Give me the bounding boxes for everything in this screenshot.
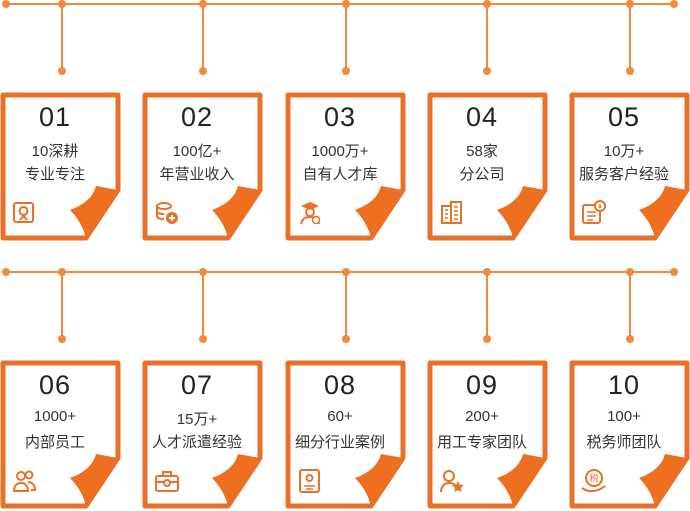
timeline-dot (626, 335, 634, 343)
card-label: 服务客户经验 (578, 166, 669, 183)
stat-card-01: 01 10深耕 专业专注 (0, 92, 124, 242)
timeline-connector (629, 3, 631, 71)
timeline-connector (61, 271, 63, 339)
timeline-connector (61, 3, 63, 71)
stat-card-02: 02 100亿+ 年营业收入 (142, 92, 266, 242)
card-value: 100+ (607, 408, 641, 425)
timeline-dot (626, 268, 634, 276)
stat-card-05: 05 10万+ 服务客户经验 (569, 92, 690, 242)
stat-card-06: 06 1000+ 内部员工 (0, 360, 124, 510)
card-value: 60+ (327, 408, 353, 425)
timeline-dot (626, 0, 634, 8)
stat-card-10: 10 100+ 税务师团队 税 (569, 360, 690, 510)
stat-card-09: 09 200+ 用工专家团队 (427, 360, 551, 510)
paper-frame (427, 360, 548, 509)
coins-plus-icon (156, 202, 178, 224)
timeline-dot (670, 268, 678, 276)
timeline-dot (342, 268, 350, 276)
timeline-connector (486, 271, 488, 339)
card-label: 税务师团队 (586, 434, 662, 451)
card-label: 内部员工 (24, 434, 85, 451)
certificate-icon (13, 202, 34, 223)
paper-frame (142, 92, 263, 241)
timeline-dot (483, 268, 491, 276)
timeline-connector (629, 271, 631, 339)
card-value: 15万+ (176, 411, 218, 428)
paper-frame (569, 360, 690, 509)
timeline-dot (342, 67, 350, 75)
card-value: 200+ (465, 408, 499, 425)
paper-frame (142, 360, 263, 509)
card-number: 06 (38, 370, 72, 400)
client-profile-icon (582, 200, 606, 224)
card-label: 年营业收入 (159, 166, 235, 183)
timeline-connector (345, 271, 347, 339)
timeline-dot (58, 335, 66, 343)
timeline-dot (58, 67, 66, 75)
stat-card-04: 04 58家 分公司 (427, 92, 551, 242)
timeline-connector (202, 3, 204, 71)
timeline-line-bottom (6, 271, 676, 273)
card-number: 03 (323, 102, 357, 132)
paper-frame (0, 360, 121, 509)
card-number: 08 (323, 370, 357, 400)
buildings-icon (441, 201, 462, 224)
card-value: 1000+ (33, 408, 77, 425)
card-number: 07 (180, 370, 214, 400)
card-value: 10深耕 (31, 143, 79, 160)
people-icon (12, 470, 37, 492)
timeline-dot (199, 67, 207, 75)
card-value: 1000万+ (311, 143, 369, 160)
timeline-dot (2, 268, 10, 276)
card-label: 细分行业案例 (294, 434, 385, 451)
card-label: 分公司 (459, 166, 505, 183)
card-number: 09 (465, 370, 499, 400)
tax-hand-icon: 税 (581, 469, 606, 493)
card-number: 01 (38, 102, 72, 132)
card-number: 10 (607, 370, 641, 400)
card-value: 10万+ (603, 143, 645, 160)
card-value: 100亿+ (172, 143, 222, 160)
timeline-dot (199, 268, 207, 276)
card-number: 02 (180, 102, 214, 132)
timeline-connector (486, 3, 488, 71)
graduate-icon (300, 202, 321, 225)
card-label: 用工专家团队 (436, 434, 527, 451)
timeline-dot (626, 67, 634, 75)
timeline-dot (670, 0, 678, 8)
timeline-dot (199, 335, 207, 343)
timeline-connector (202, 271, 204, 339)
card-number: 04 (465, 102, 499, 132)
timeline-dot (58, 268, 66, 276)
stat-card-03: 03 1000万+ 自有人才库 (285, 92, 409, 242)
card-value: 58家 (466, 143, 498, 160)
card-label: 自有人才库 (302, 166, 378, 183)
timeline-line-top (6, 3, 676, 5)
paper-frame (285, 92, 406, 241)
timeline-dot (342, 0, 350, 8)
card-label: 人才派遣经验 (151, 434, 242, 451)
svg-text:税: 税 (589, 473, 598, 485)
card-label: 专业专注 (24, 166, 85, 183)
stat-card-08: 08 60+ 细分行业案例 (285, 360, 409, 510)
timeline-dot (199, 0, 207, 8)
briefcase-icon (155, 471, 179, 492)
stat-card-07: 07 15万+ 人才派遣经验 (142, 360, 266, 510)
expert-star-icon (440, 470, 464, 493)
card-number: 05 (607, 102, 641, 132)
timeline-dot (483, 335, 491, 343)
case-file-icon (299, 469, 320, 493)
timeline-dot (483, 0, 491, 8)
timeline-dot (2, 0, 10, 8)
timeline-dot (483, 67, 491, 75)
timeline-dot (58, 0, 66, 8)
timeline-dot (342, 335, 350, 343)
timeline-connector (345, 3, 347, 71)
